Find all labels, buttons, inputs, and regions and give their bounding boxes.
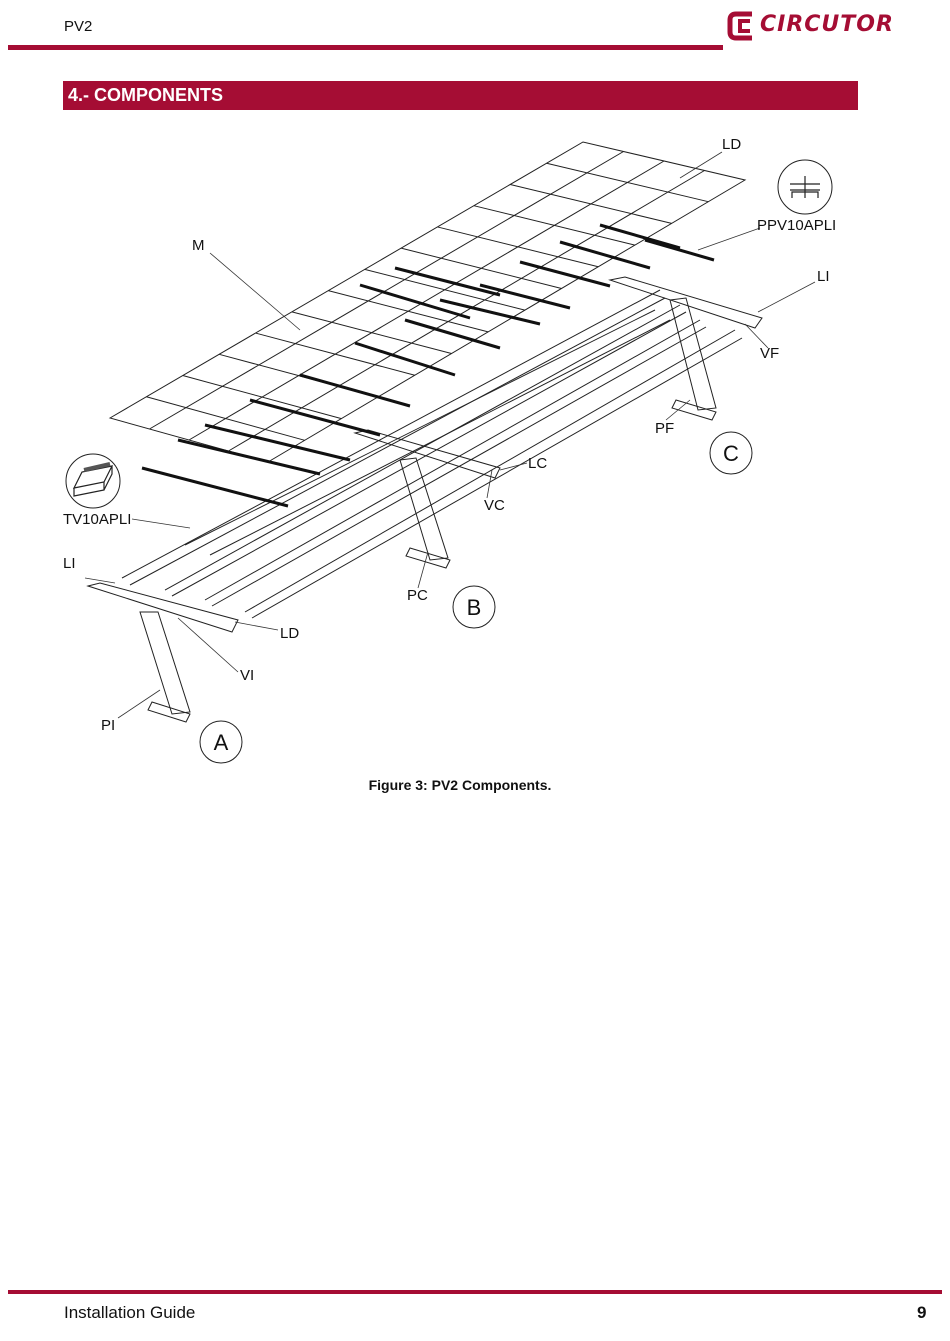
mounting-bar	[479, 283, 571, 310]
mounting-bar	[559, 240, 651, 270]
label-ppv10apli: PPV10APLI	[757, 217, 836, 234]
label-pc: PC	[407, 587, 428, 604]
leader-lines	[84, 151, 816, 719]
label-vc: VC	[484, 497, 505, 514]
label-ld-top: LD	[722, 136, 741, 153]
leader-line	[744, 323, 769, 349]
figure-caption: Figure 3: PV2 Components.	[368, 777, 552, 793]
label-vi: VI	[240, 667, 254, 684]
post-pc	[399, 457, 449, 561]
post-pi	[139, 611, 191, 715]
mounting-bar	[204, 423, 351, 462]
rail-line	[121, 289, 661, 579]
label-tv10apli: TV10APLI	[63, 511, 131, 528]
label-c: C	[723, 441, 739, 466]
leader-line	[417, 551, 429, 589]
rail-line	[164, 304, 681, 591]
label-pf: PF	[655, 420, 674, 437]
label-b: B	[467, 595, 482, 620]
rail-line	[209, 319, 671, 556]
leader-line	[665, 399, 691, 421]
view-c-circle	[709, 431, 753, 475]
leader-line	[117, 689, 161, 719]
beam-vi	[86, 582, 239, 633]
label-vf: VF	[760, 345, 779, 362]
leader-line	[697, 227, 761, 251]
section-heading: 4.- COMPONENTS	[63, 81, 858, 110]
mounting-bar	[141, 466, 289, 508]
module-grid-line	[228, 170, 705, 452]
tv10apli-detail	[65, 453, 121, 509]
rail-line	[129, 297, 666, 586]
module-array-outline	[108, 141, 747, 463]
view-a-circle	[199, 720, 243, 764]
post-pf	[669, 297, 717, 411]
label-ld-bottom: LD	[280, 625, 299, 642]
brand-name: CIRCUTOR	[760, 12, 894, 37]
mounting-bar	[599, 223, 681, 250]
label-m: M	[192, 237, 205, 254]
mounting-bar	[177, 438, 321, 476]
leader-line	[84, 577, 116, 584]
mounting-bar	[249, 398, 381, 437]
mounting-bar	[354, 341, 456, 377]
leader-line	[209, 252, 301, 331]
label-a: A	[214, 730, 229, 755]
footer-rule	[8, 1290, 942, 1294]
leader-line	[234, 621, 279, 631]
leader-line	[131, 518, 191, 529]
header-rule	[8, 45, 723, 50]
leader-line	[499, 462, 528, 471]
module-grid-line	[149, 151, 624, 430]
page-number: 9	[917, 1303, 927, 1322]
label-pi: PI	[101, 717, 115, 734]
mounting-bar	[519, 260, 611, 288]
circutor-logo: CIRCUTOR	[726, 8, 906, 44]
rail-line	[204, 319, 701, 601]
rail-line	[244, 329, 736, 613]
mounting-bars	[141, 223, 715, 508]
mounting-bar	[394, 266, 501, 297]
mounting-bar	[404, 318, 501, 350]
leader-line	[486, 469, 493, 499]
mounting-bar	[359, 283, 471, 320]
ppv10apli-detail	[777, 159, 833, 215]
view-b-circle	[452, 585, 496, 629]
rail-line	[184, 309, 656, 546]
document-title: PV2	[64, 18, 93, 35]
leader-line	[757, 281, 816, 313]
module-grid-line	[188, 160, 665, 441]
label-li-left: LI	[63, 555, 76, 572]
rail-line	[171, 311, 687, 597]
mounting-bar	[439, 298, 541, 326]
label-lc: LC	[528, 455, 547, 472]
post-pf-base	[671, 399, 717, 421]
beam-vf	[608, 276, 763, 329]
label-li-right: LI	[817, 268, 830, 285]
footer-guide-title: Installation Guide	[64, 1303, 196, 1322]
mounting-bar	[644, 238, 715, 262]
post-pc-base	[405, 547, 451, 569]
leader-line	[679, 151, 723, 179]
rail-line	[251, 337, 743, 619]
circutor-logo-icon	[727, 11, 752, 41]
leader-line	[177, 617, 239, 673]
beam-vc	[353, 429, 501, 479]
mounting-bar	[299, 373, 411, 408]
post-pi-base	[147, 701, 191, 723]
components-diagram: LD PPV10APLI LI M VF PF LC VC TV10APLI L…	[63, 136, 836, 764]
